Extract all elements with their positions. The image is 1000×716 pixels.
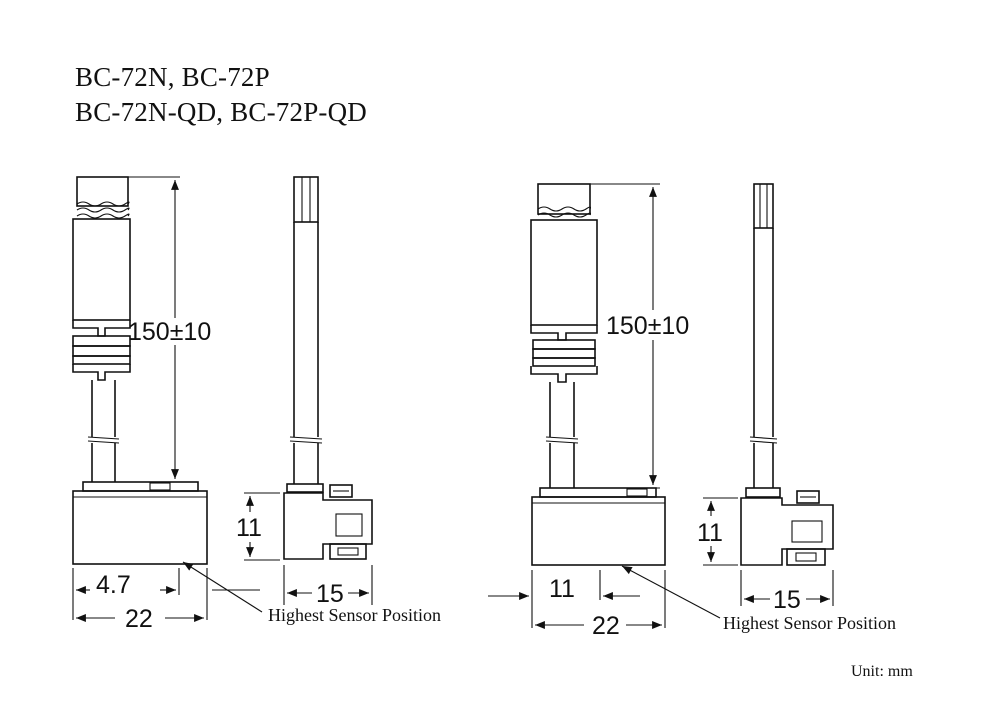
left-length-dimension: 150±10 [128,176,211,483]
left-length-label: 150±10 [128,318,211,346]
right-sensor-callout: Highest Sensor Position [723,613,896,633]
right-front-view [530,183,666,566]
left-side-view [283,176,373,560]
left-depth-dimension: 15 [283,565,373,608]
left-bottom-dimensions: 4.7 22 Highest Sensor Position [72,561,441,633]
title-line-2: BC-72N-QD, BC-72P-QD [75,97,368,127]
left-depth-label: 15 [316,580,344,608]
right-height-dimension: 11 [697,497,738,566]
right-height-label: 11 [697,519,723,547]
title-line-1: BC-72N, BC-72P [75,62,270,92]
right-depth-label: 15 [773,586,801,614]
right-width-label: 22 [592,612,620,640]
unit-note: Unit: mm [851,663,913,680]
left-width-label: 22 [125,605,153,633]
left-sensor-callout: Highest Sensor Position [268,605,441,625]
left-front-view [72,176,208,565]
right-length-label: 150±10 [606,312,689,340]
right-offset-label: 11 [549,575,575,603]
left-height-dimension: 11 [236,492,280,561]
right-length-dimension: 150±10 [590,183,689,489]
left-height-label: 11 [236,514,262,542]
left-offset-label: 4.7 [96,571,131,599]
right-depth-dimension: 15 [740,570,834,614]
right-side-view [740,183,834,566]
right-bottom-dimensions: 11 22 Highest Sensor Position [488,565,896,640]
